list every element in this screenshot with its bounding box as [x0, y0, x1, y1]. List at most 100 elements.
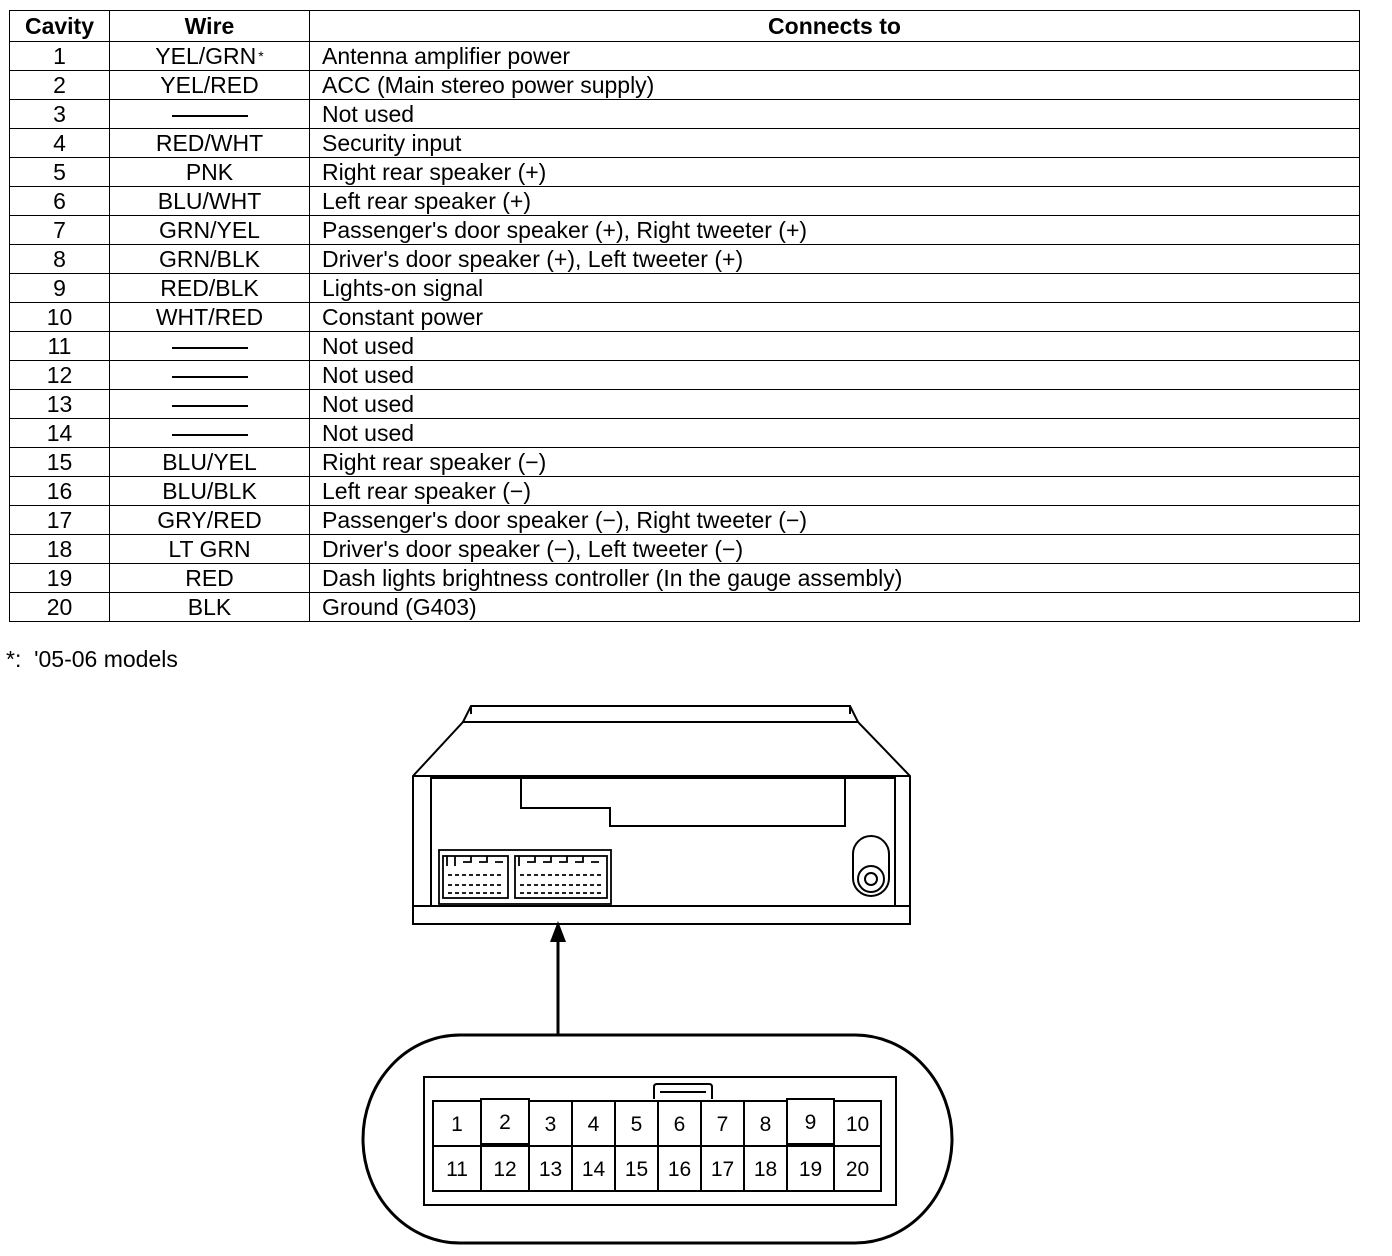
wire-color-code: BLU/BLK [162, 478, 257, 504]
cell-wire [109, 418, 310, 448]
pin-number-label: 19 [799, 1158, 822, 1181]
cell-wire [109, 389, 310, 419]
wire-color-code: RED/BLK [160, 275, 259, 301]
cell-connects-to: Right rear speaker (−) [309, 447, 1360, 477]
cell-connects-to: Security input [309, 128, 1360, 158]
header-connects-to: Connects to [309, 10, 1360, 42]
cell-wire: BLU/WHT [109, 186, 310, 216]
cell-cavity: 7 [9, 215, 110, 245]
cell-cavity: 1 [9, 41, 110, 71]
cell-wire: GRY/RED [109, 505, 310, 535]
footnote-symbol: * [6, 646, 15, 672]
table-header-row: Cavity Wire Connects to [9, 10, 1360, 42]
cell-connects-to: Left rear speaker (+) [309, 186, 1360, 216]
connector-pin-cell [833, 1145, 882, 1192]
cell-wire: RED/BLK [109, 273, 310, 303]
cell-wire: YEL/GRN* [109, 41, 310, 71]
wire-color-code: RED [185, 565, 234, 591]
audio-unit-rear-icon [412, 705, 911, 925]
pin-number-label: 20 [846, 1158, 869, 1181]
wire-color-code: BLK [187, 594, 232, 620]
pin-number-label: 9 [805, 1111, 817, 1134]
cell-connects-to: Passenger's door speaker (−), Right twee… [309, 505, 1360, 535]
footnote-marker: * [258, 48, 264, 64]
header-wire: Wire [109, 10, 310, 42]
cell-cavity: 6 [9, 186, 110, 216]
cell-connects-to: Driver's door speaker (+), Left tweeter … [309, 244, 1360, 274]
unused-dash [171, 346, 248, 349]
cell-cavity: 16 [9, 476, 110, 506]
cell-cavity: 14 [9, 418, 110, 448]
pin-number-label: 1 [451, 1113, 463, 1136]
pin-number-label: 6 [674, 1113, 686, 1136]
cell-connects-to: Constant power [309, 302, 1360, 332]
pin-number-label: 13 [539, 1158, 562, 1181]
table-row: 13 Not used [9, 389, 1360, 419]
wire-color-code: YEL/RED [160, 72, 259, 98]
cell-connects-to: Driver's door speaker (−), Left tweeter … [309, 534, 1360, 564]
cell-cavity: 3 [9, 99, 110, 129]
cell-wire: BLK [109, 592, 310, 622]
cell-cavity: 15 [9, 447, 110, 477]
cell-cavity: 17 [9, 505, 110, 535]
wire-color-code: GRN/BLK [159, 246, 260, 272]
pin-number-label: 11 [446, 1158, 468, 1181]
cell-connects-to: Lights-on signal [309, 273, 1360, 303]
wire-color-code: BLU/WHT [157, 188, 262, 214]
cell-connects-to: Not used [309, 418, 1360, 448]
cell-cavity: 2 [9, 70, 110, 100]
cell-connects-to: Antenna amplifier power [309, 41, 1360, 71]
header-cavity: Cavity [9, 10, 110, 42]
cell-wire: GRN/YEL [109, 215, 310, 245]
pin-number-label: 2 [499, 1111, 511, 1134]
unused-dash [171, 114, 248, 117]
wire-color-code: GRN/YEL [159, 217, 260, 243]
cell-connects-to: Not used [309, 360, 1360, 390]
pin-number-label: 8 [760, 1113, 772, 1136]
pin-number-label: 18 [754, 1158, 777, 1181]
antenna-jack-icon [852, 835, 890, 897]
table-row: 14 Not used [9, 418, 1360, 448]
wire-color-code: YEL/GRN [155, 43, 257, 69]
cell-cavity: 13 [9, 389, 110, 419]
cell-wire [109, 99, 310, 129]
wire-color-code: BLU/YEL [162, 449, 257, 475]
wire-color-code: RED/WHT [155, 130, 264, 156]
unused-dash [171, 404, 248, 407]
table-row: 15 BLU/YEL Right rear speaker (−) [9, 447, 1360, 477]
cell-connects-to: ACC (Main stereo power supply) [309, 70, 1360, 100]
cell-connects-to: Passenger's door speaker (+), Right twee… [309, 215, 1360, 245]
cell-connects-to: Not used [309, 389, 1360, 419]
pin-number-label: 16 [668, 1158, 691, 1181]
pin-number-label: 12 [493, 1158, 516, 1181]
table-row: 7 GRN/YEL Passenger's door speaker (+), Ri… [9, 215, 1360, 245]
wire-color-code: WHT/RED [155, 304, 264, 330]
cell-wire: PNK [109, 157, 310, 187]
cell-wire: WHT/RED [109, 302, 310, 332]
pin-number-label: 3 [545, 1113, 557, 1136]
cell-cavity: 5 [9, 157, 110, 187]
cell-wire: YEL/RED [109, 70, 310, 100]
cell-wire [109, 360, 310, 390]
table-row: 2 YEL/RED ACC (Main stereo power supply) [9, 70, 1360, 100]
pin-number-label: 17 [711, 1158, 734, 1181]
pin-number-label: 14 [582, 1158, 606, 1181]
cell-wire: BLU/BLK [109, 476, 310, 506]
unused-dash [171, 375, 248, 378]
cell-wire: LT GRN [109, 534, 310, 564]
cell-cavity: 4 [9, 128, 110, 158]
